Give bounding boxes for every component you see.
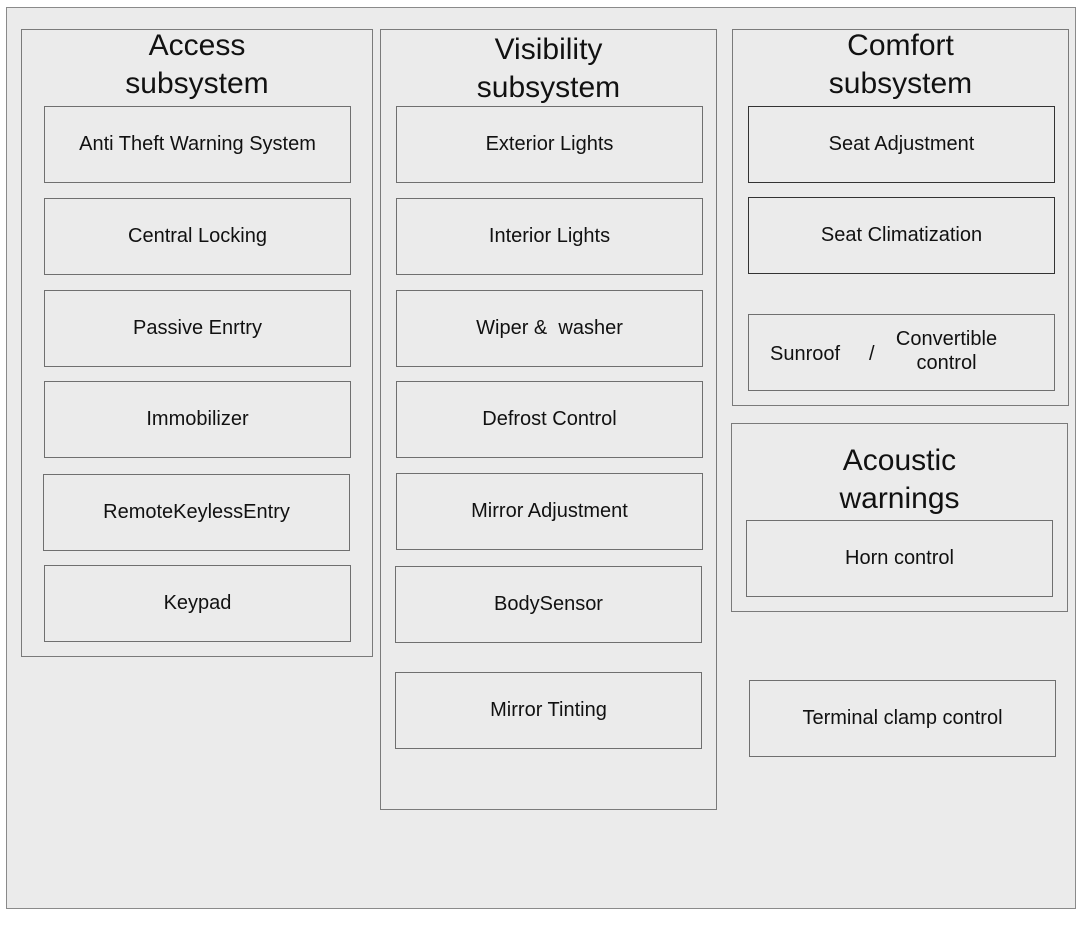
anti-theft-warning-system-box: Anti Theft Warning System: [44, 106, 351, 183]
acoustic-warnings-title: Acoustic warnings: [839, 444, 960, 515]
exterior-lights-box: Exterior Lights: [396, 106, 703, 183]
interior-lights-box: Interior Lights: [396, 198, 703, 275]
seat-adjustment-box: Seat Adjustment: [748, 106, 1055, 183]
comfort-subsystem-group: Comfort subsystem Seat Adjustment Seat C…: [732, 29, 1069, 406]
defrost-control-box: Defrost Control: [396, 381, 703, 458]
sunroof-label: Sunroof: [770, 343, 841, 365]
access-subsystem-title: Access subsystem: [125, 29, 269, 100]
access-subsystem-group: Access subsystem Anti Theft Warning Syst…: [21, 29, 373, 657]
convertible-control-label: Convertible control: [895, 328, 998, 374]
mirror-tinting-box: Mirror Tinting: [395, 672, 702, 749]
comfort-subsystem-title: Comfort subsystem: [828, 29, 973, 100]
keypad-box: Keypad: [44, 565, 351, 642]
visibility-subsystem-title: Visibility subsystem: [476, 33, 621, 104]
sunroof-separator: /: [869, 343, 875, 365]
immobilizer-box: Immobilizer: [44, 381, 351, 458]
central-locking-box: Central Locking: [44, 198, 351, 275]
visibility-subsystem-group: Visibility subsystem Exterior Lights Int…: [380, 29, 717, 810]
passive-entry-box: Passive Enrtry: [44, 290, 351, 367]
mirror-adjustment-box: Mirror Adjustment: [396, 473, 703, 550]
sunroof-convertible-box: Sunroof / Convertible control: [748, 314, 1055, 391]
horn-control-box: Horn control: [746, 520, 1053, 597]
body-sensor-box: BodySensor: [395, 566, 702, 643]
remote-keyless-entry-box: RemoteKeylessEntry: [43, 474, 350, 551]
terminal-clamp-control-box: Terminal clamp control: [749, 680, 1056, 757]
wiper-washer-box: Wiper & washer: [396, 290, 703, 367]
seat-climatization-box: Seat Climatization: [748, 197, 1055, 274]
acoustic-warnings-group: Acoustic warnings Horn control: [731, 423, 1068, 612]
